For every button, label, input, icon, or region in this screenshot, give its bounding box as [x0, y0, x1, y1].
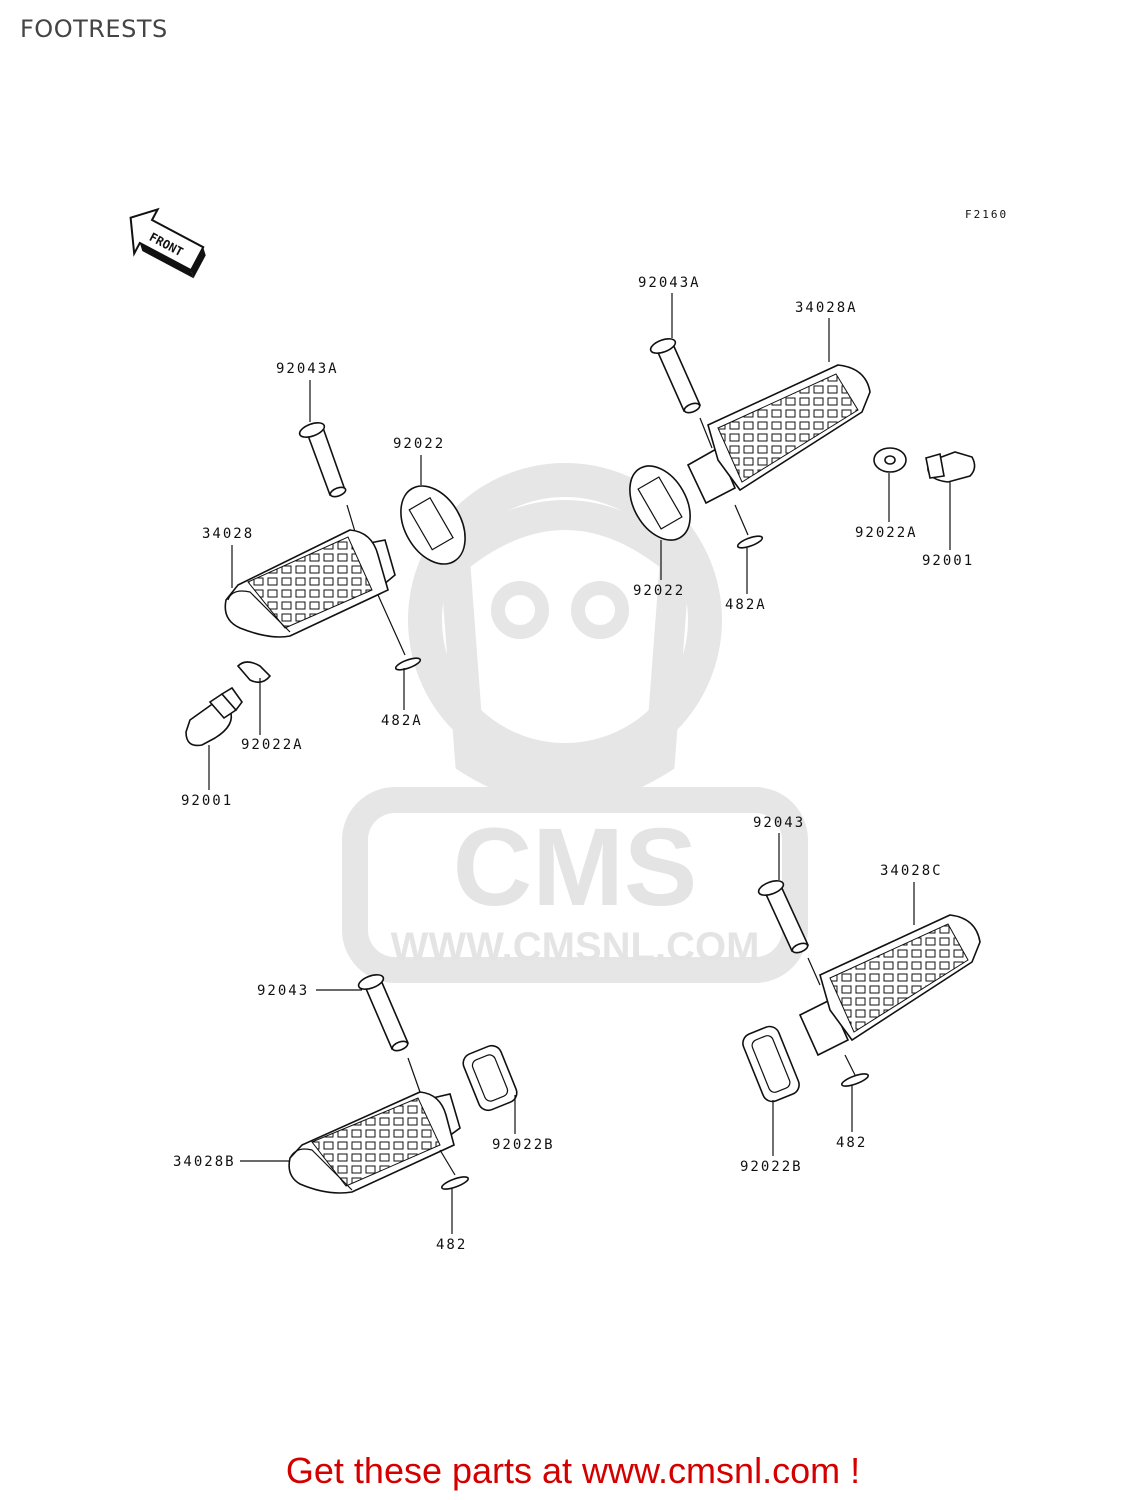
label-482A-right: 482A	[725, 597, 767, 613]
watermark-url: WWW.CMSNL.COM	[391, 925, 760, 969]
label-482-left: 482	[436, 1237, 467, 1253]
label-92043-bottom-left: 92043	[257, 983, 309, 999]
label-482A-left: 482A	[381, 713, 423, 729]
watermark-brand: CMS	[453, 806, 697, 929]
label-92022-left: 92022	[393, 436, 445, 452]
pin-92043-right	[757, 880, 810, 954]
label-92022A-right: 92022A	[855, 525, 918, 541]
footrest-34028C	[798, 914, 981, 1057]
label-92043A-left: 92043A	[276, 361, 339, 377]
pin-92043A-left	[298, 422, 347, 498]
clip-482-right	[840, 1073, 870, 1087]
label-92022B-right: 92022B	[740, 1159, 803, 1175]
footrest-34028B	[288, 1091, 461, 1194]
washer-92022A-right	[873, 447, 907, 473]
label-92001-right: 92001	[922, 553, 974, 569]
footrest-34028A	[686, 364, 871, 505]
clip-482A-right	[736, 535, 764, 549]
seal-92022-left	[400, 485, 466, 565]
pin-92043-left	[357, 974, 410, 1052]
footer-link[interactable]: Get these parts at www.cmsnl.com !	[285, 1450, 861, 1491]
label-482-right: 482	[836, 1135, 867, 1151]
bolt-92001-left	[185, 686, 243, 747]
label-34028A: 34028A	[795, 300, 858, 316]
label-92022A-left: 92022A	[241, 737, 304, 753]
label-92022-right: 92022	[633, 583, 685, 599]
clip-482A-left	[394, 657, 422, 671]
label-34028C: 34028C	[880, 863, 943, 879]
seal-92022-right	[629, 465, 691, 541]
label-34028: 34028	[202, 526, 254, 542]
diagram-code: F2160	[965, 208, 1008, 221]
front-arrow-icon: FRONT	[129, 207, 206, 279]
page-title: FOOTRESTS	[20, 15, 168, 43]
pin-92043A-right	[649, 338, 702, 414]
label-92022B-left: 92022B	[492, 1137, 555, 1153]
seal-92022B-right	[742, 1025, 800, 1103]
label-92001-left: 92001	[181, 793, 233, 809]
label-92043A-right: 92043A	[638, 275, 701, 291]
seal-92022B-left	[462, 1044, 518, 1112]
watermark: CMS WWW.CMSNL.COM	[342, 463, 808, 983]
footrest-34028	[224, 529, 396, 638]
label-34028B: 34028B	[173, 1154, 236, 1170]
clip-482-left	[440, 1176, 470, 1190]
washer-92022A-left	[236, 661, 272, 684]
label-92043-bottom-right: 92043	[753, 815, 805, 831]
bolt-92001-right	[925, 451, 976, 483]
